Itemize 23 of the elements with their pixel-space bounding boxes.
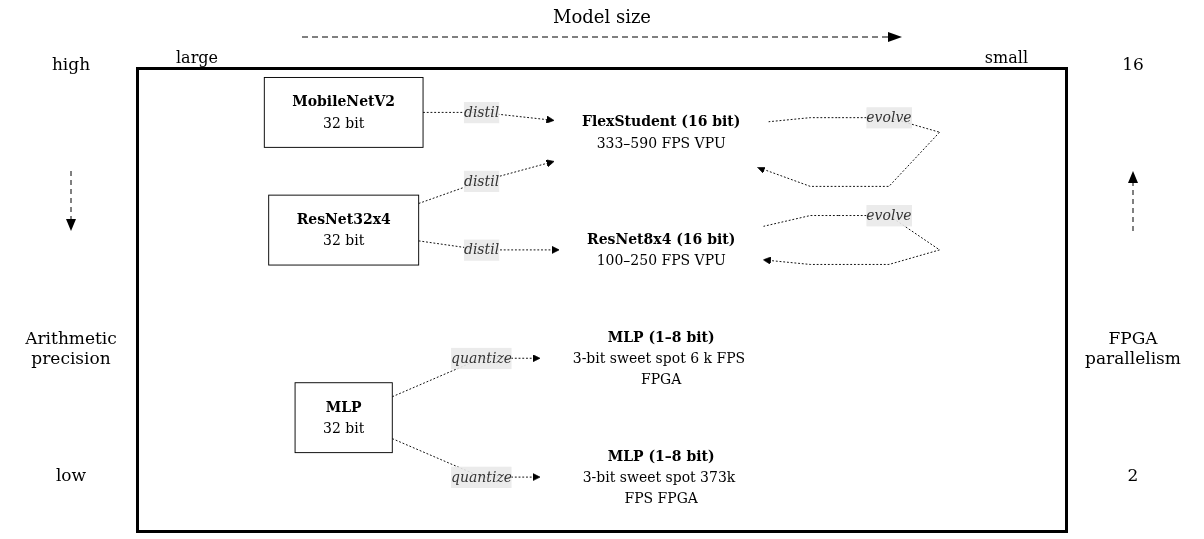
axis-title: FPGA parallelism — [1084, 327, 1182, 368]
node-box: ResNet32x4 32 bit — [268, 194, 420, 266]
axis-title: Arithmetic precision — [24, 327, 118, 368]
node-text: ResNet8x4 (16 bit) 100–250 FPS VPU — [587, 230, 736, 269]
edge-label: quantize — [451, 468, 513, 486]
node-box: MobileNetV2 32 bit — [263, 77, 424, 148]
edge-label: distil — [463, 241, 500, 259]
edge-label: quantize — [451, 349, 513, 367]
axis-label: small — [984, 48, 1028, 67]
edge-label: distil — [463, 103, 500, 121]
axis-label: large — [176, 48, 218, 67]
edge-label: evolve — [866, 109, 912, 126]
node-text: MLP (1–8 bit) 3-bit sweet spot 6 k FPS FPGA — [572, 328, 746, 388]
axis-label: low — [55, 464, 87, 485]
edge-label: distil — [463, 172, 500, 190]
edge-label: evolve — [866, 206, 912, 224]
axis-label: high — [51, 54, 91, 75]
axis-label: 16 — [1122, 54, 1144, 75]
axis-label: 2 — [1127, 464, 1139, 485]
axis-title: Model size — [551, 6, 653, 27]
node-text: FlexStudent (16 bit) 333–590 FPS VPU — [581, 113, 741, 151]
node-box: MLP 32 bit — [294, 382, 393, 454]
node-text: MLP (1–8 bit) 3-bit sweet spot 373k FPS FPGA — [582, 447, 736, 507]
